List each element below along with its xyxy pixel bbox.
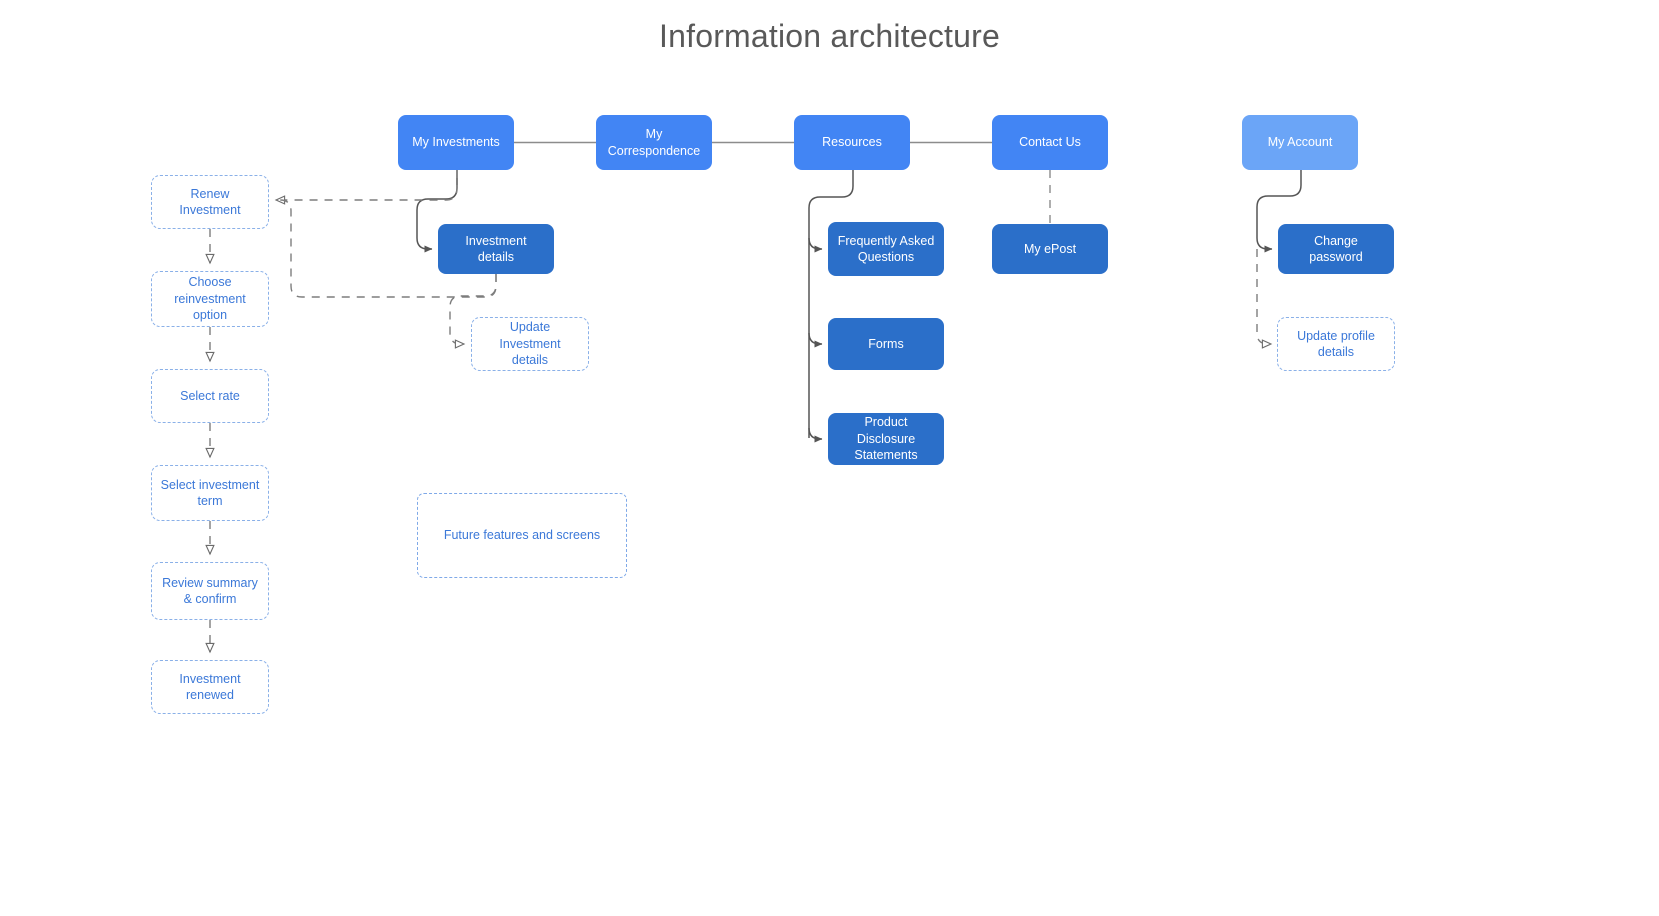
node-label: Change password bbox=[1309, 233, 1363, 265]
node-renew-investment[interactable]: Renew Investment bbox=[151, 175, 269, 229]
node-label: My Investments bbox=[412, 135, 500, 150]
edge-resources-forms bbox=[808, 332, 823, 348]
node-change-password[interactable]: Change password bbox=[1278, 224, 1394, 274]
node-product-disclosure-statements[interactable]: Product Disclosure Statements bbox=[828, 413, 944, 465]
node-label: Renew Investment bbox=[179, 186, 241, 218]
edge-resources-faq bbox=[808, 237, 823, 253]
edge-investments-renew-investment bbox=[274, 170, 458, 205]
edge-resources-trunk bbox=[808, 170, 854, 438]
node-investment-renewed[interactable]: Investment renewed bbox=[151, 660, 269, 714]
node-my-epost[interactable]: My ePost bbox=[992, 224, 1108, 274]
node-update-profile-details[interactable]: Update profile details bbox=[1277, 317, 1395, 371]
node-review-summary-confirm[interactable]: Review summary & confirm bbox=[151, 562, 269, 620]
node-label: Forms bbox=[868, 336, 904, 351]
node-forms[interactable]: Forms bbox=[828, 318, 944, 370]
node-choose-reinvestment-option[interactable]: Choose reinvestment option bbox=[151, 271, 269, 327]
node-label: Select investment term bbox=[160, 477, 260, 509]
node-update-investment-details[interactable]: Update Investment details bbox=[471, 317, 589, 371]
node-label: Product Disclosure Statements bbox=[854, 415, 918, 463]
edge-resources-pds bbox=[808, 427, 823, 443]
node-label: Update profile details bbox=[1297, 328, 1375, 360]
node-label: Select rate bbox=[180, 388, 240, 403]
node-select-investment-term[interactable]: Select investment term bbox=[151, 465, 269, 521]
node-label: Investment renewed bbox=[179, 671, 241, 703]
node-my-account[interactable]: My Account bbox=[1242, 115, 1358, 170]
edge-account-update-profile-details bbox=[1256, 249, 1273, 349]
page-title: Information architecture bbox=[659, 18, 1000, 54]
node-resources[interactable]: Resources bbox=[794, 115, 910, 170]
node-label: My ePost bbox=[1023, 241, 1077, 256]
node-label: Investment details bbox=[465, 233, 527, 265]
node-my-investments[interactable]: My Investments bbox=[398, 115, 514, 170]
node-label: My Correspondence bbox=[607, 127, 701, 158]
node-label: Choose reinvestment option bbox=[174, 275, 246, 323]
node-label: Frequently Asked Questions bbox=[837, 233, 935, 265]
legend-label: Future features and screens bbox=[443, 528, 601, 543]
node-label: Review summary & confirm bbox=[162, 575, 258, 607]
node-label: Resources bbox=[822, 135, 882, 150]
node-investment-details[interactable]: Investment details bbox=[438, 224, 554, 274]
legend-future-features: Future features and screens bbox=[417, 493, 627, 578]
node-label: Contact Us bbox=[1019, 135, 1081, 150]
node-frequently-asked-questions[interactable]: Frequently Asked Questions bbox=[828, 222, 944, 276]
node-my-correspondence[interactable]: My Correspondence bbox=[596, 115, 712, 170]
node-label: Update Investment details bbox=[499, 320, 561, 368]
node-contact-us[interactable]: Contact Us bbox=[992, 115, 1108, 170]
node-select-rate[interactable]: Select rate bbox=[151, 369, 269, 423]
node-label: My Account bbox=[1267, 135, 1333, 150]
